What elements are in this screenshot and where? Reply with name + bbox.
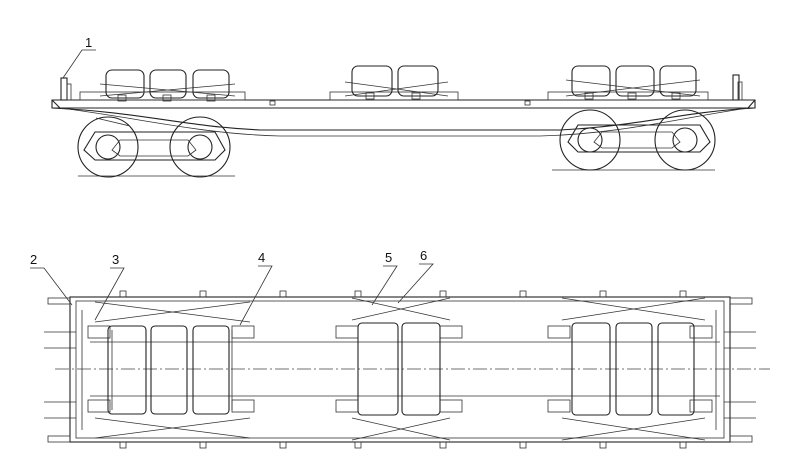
callout-4-label: 4 xyxy=(258,250,265,265)
plan-view: 2 3 4 5 6 xyxy=(30,248,770,449)
callout-6-label: 6 xyxy=(420,248,427,263)
callout-5-label: 5 xyxy=(385,250,392,265)
cargo-group-middle xyxy=(329,65,459,101)
callout-4: 4 xyxy=(239,250,273,326)
right-bogie xyxy=(552,109,716,171)
plan-cargo-group-right xyxy=(547,297,713,441)
plan-cargo-group-middle xyxy=(335,297,463,441)
side-elevation-view: 1 xyxy=(51,35,756,178)
cargo-group-left xyxy=(79,69,246,102)
callout-3-label: 3 xyxy=(112,252,119,267)
callout-1-label: 1 xyxy=(85,35,92,50)
stake-pockets xyxy=(119,290,687,449)
plan-frame xyxy=(44,296,770,443)
callout-1: 1 xyxy=(62,35,96,79)
callout-5: 5 xyxy=(371,250,398,306)
flatcar-frame xyxy=(51,74,756,137)
plan-cargo-group-left xyxy=(87,301,255,439)
callout-2: 2 xyxy=(30,252,73,306)
callout-2-label: 2 xyxy=(30,252,37,267)
callout-3: 3 xyxy=(94,252,125,321)
callout-6: 6 xyxy=(397,248,434,304)
cargo-group-right xyxy=(547,65,709,101)
left-bogie xyxy=(77,116,235,178)
